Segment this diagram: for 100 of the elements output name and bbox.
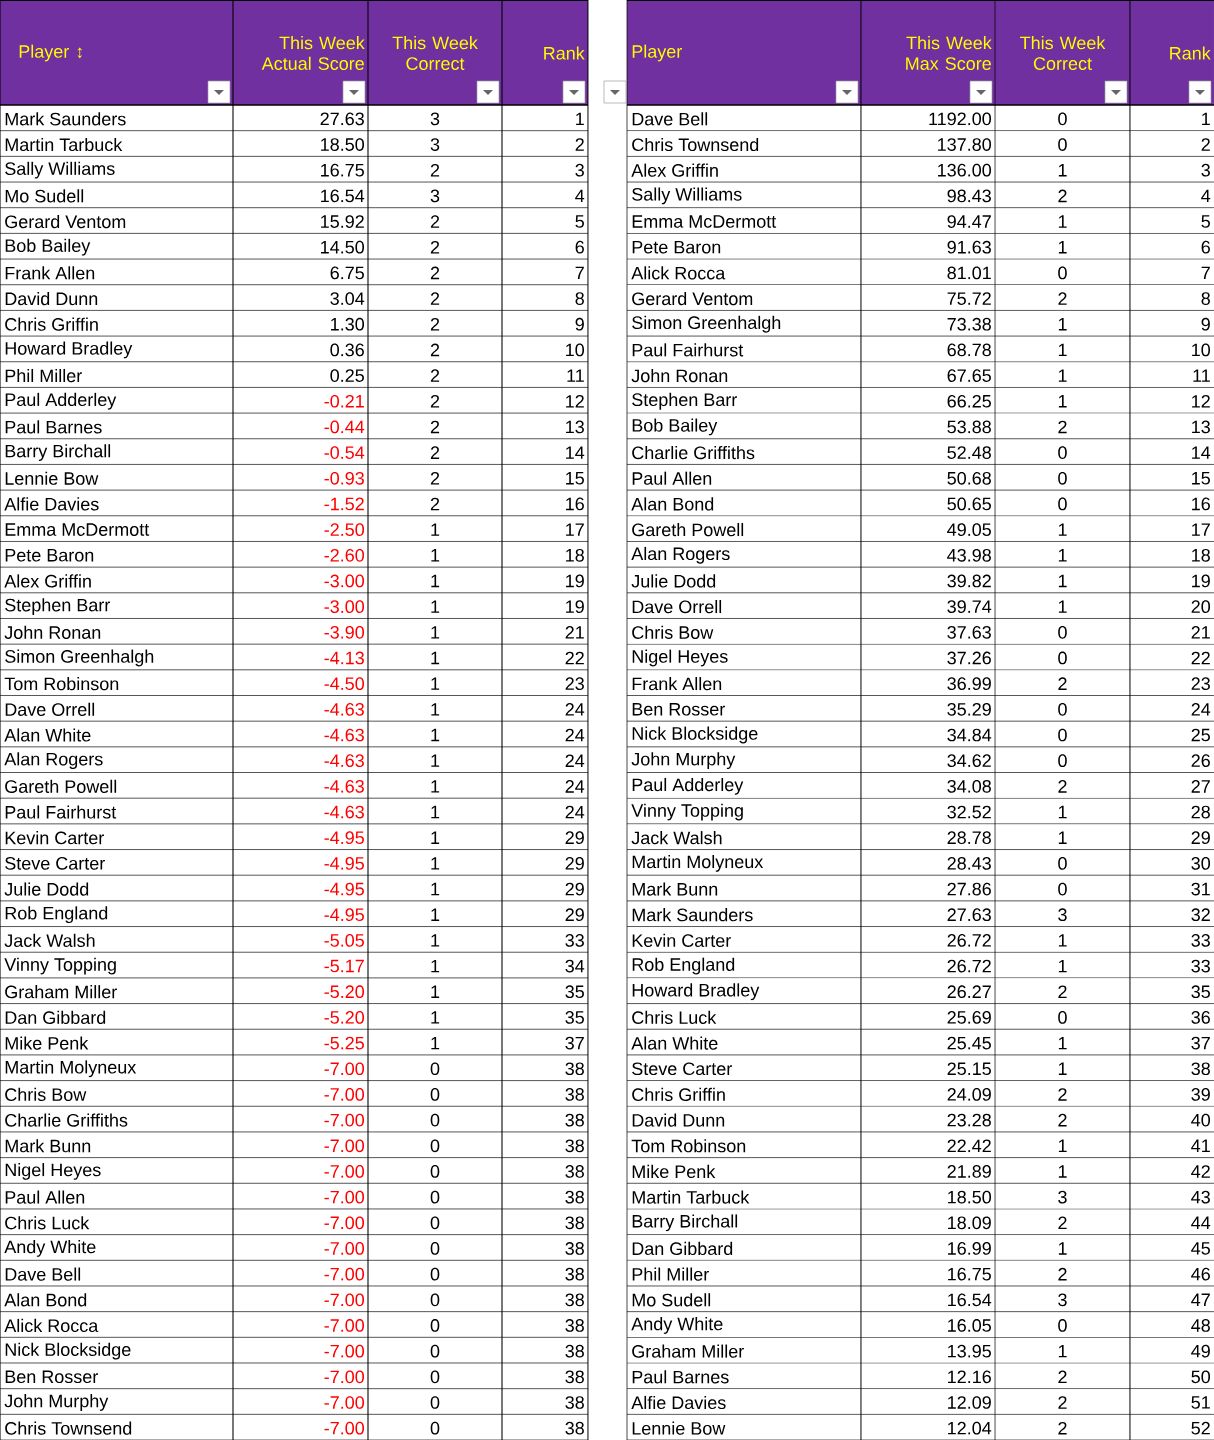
correct-count: 0 [430, 1190, 440, 1204]
correct-count: 1 [1058, 395, 1067, 408]
correct-count: 2 [430, 472, 440, 485]
rank-number: 17 [566, 523, 584, 536]
score-value: 18.50 [948, 1190, 991, 1204]
column-header: This Week Correct [995, 0, 1130, 105]
score-value: -4.50 [324, 677, 365, 690]
correct-count: 0 [1058, 471, 1067, 485]
score-value: 18.09 [948, 1216, 991, 1230]
rank-number: 24 [565, 780, 585, 793]
rank-number: 18 [1192, 548, 1210, 562]
rank-number: 38 [565, 1396, 584, 1409]
score-value: -7.00 [324, 1370, 365, 1384]
score-value: 16.05 [948, 1319, 991, 1332]
player-name: Tom Robinson [631, 1139, 746, 1153]
correct-count: 2 [430, 497, 440, 511]
correct-count: 3 [1058, 1293, 1067, 1307]
player-name: Stephen Barr [5, 598, 110, 616]
player-name: Barry Birchall [632, 1214, 738, 1232]
correct-count: 1 [1058, 549, 1067, 562]
player-name: John Ronan [631, 368, 728, 383]
correct-count: 2 [1058, 292, 1067, 305]
rank-number: 28 [1191, 805, 1210, 819]
player-name: Chris Bow [632, 625, 714, 639]
correct-count: 1 [1058, 831, 1067, 844]
rank-number: 49 [1191, 1344, 1210, 1358]
score-value: -3.00 [324, 574, 365, 588]
score-value: -7.00 [324, 1396, 365, 1409]
rank-number: 46 [1191, 1267, 1210, 1281]
column-header: This Week Correct [368, 0, 502, 105]
player-name: Mark Saunders [632, 908, 753, 922]
rank-number: 3 [1201, 163, 1210, 177]
rank-number: 38 [565, 1421, 584, 1435]
score-value: -4.63 [324, 805, 364, 819]
player-name: Alan White [631, 1036, 718, 1050]
player-name: Paul Fairhurst [5, 805, 117, 819]
player-name: Sally Williams [5, 161, 115, 179]
player-name: Chris Luck [5, 1216, 90, 1230]
score-value: -0.21 [324, 394, 364, 408]
score-value: 36.99 [947, 677, 991, 690]
player-name: David Dunn [5, 291, 98, 306]
correct-count: 1 [1058, 959, 1067, 973]
score-value: -7.00 [324, 1319, 365, 1332]
column-header: Player [627, 0, 861, 105]
correct-count: 1 [1058, 805, 1067, 819]
correct-count: 1 [1058, 318, 1067, 331]
player-name: Jack Walsh [4, 933, 95, 947]
rank-number: 2 [1201, 138, 1210, 151]
player-name: Emma McDermott [632, 215, 777, 228]
rank-number: 38 [565, 1216, 584, 1230]
player-name: Chris Townsend [5, 1421, 132, 1435]
rank-number: 29 [565, 908, 584, 922]
score-value: -4.63 [324, 728, 364, 742]
player-name: Alan Bond [631, 497, 714, 511]
player-name: Pete Baron [632, 240, 721, 254]
rank-number: 32 [1191, 908, 1210, 922]
score-value: 98.43 [947, 189, 991, 203]
score-value: 37.26 [947, 651, 991, 665]
rank-number: 24 [565, 754, 585, 767]
rank-number: 4 [1201, 189, 1211, 203]
rank-number: 51 [1191, 1396, 1210, 1409]
correct-count: 1 [431, 1011, 440, 1024]
rank-number: 13 [566, 420, 584, 434]
correct-count: 2 [1058, 1370, 1067, 1384]
score-value: -5.20 [324, 985, 365, 999]
player-name: Alan Bond [4, 1293, 87, 1307]
correct-count: 0 [430, 1370, 440, 1384]
player-name: Vinny Topping [4, 957, 116, 975]
player-name: Alfie Davies [631, 1395, 726, 1410]
correct-count: 2 [430, 240, 440, 254]
player-name: Frank Allen [5, 266, 95, 280]
rank-number: 10 [566, 343, 584, 357]
score-value: -2.50 [324, 523, 365, 536]
player-name: Dave Orrell [5, 702, 95, 716]
player-name: Graham Miller [5, 985, 117, 999]
score-value: 26.72 [947, 934, 991, 947]
player-name: Steve Carter [5, 857, 105, 870]
player-name: Paul Adderley [5, 392, 117, 410]
correct-count: 3 [430, 112, 440, 126]
player-name: Alex Griffin [4, 574, 91, 588]
correct-count: 2 [1058, 1421, 1067, 1435]
player-name: Nigel Heyes [632, 649, 728, 667]
rank-number: 27 [1191, 780, 1210, 793]
rank-number: 8 [575, 292, 584, 305]
correct-count: 1 [1058, 1036, 1067, 1050]
player-name: Simon Greenhalgh [5, 649, 154, 667]
player-name: Alan Rogers [631, 546, 730, 564]
correct-count: 0 [1058, 702, 1067, 716]
score-value: 25.15 [947, 1062, 991, 1076]
rank-number: 45 [1191, 1242, 1210, 1255]
correct-count: 1 [431, 882, 440, 896]
correct-count: 0 [1058, 112, 1067, 126]
rank-number: 20 [1191, 600, 1210, 613]
correct-count: 2 [430, 343, 440, 357]
correct-count: 1 [431, 574, 440, 588]
rank-number: 19 [1192, 574, 1210, 588]
score-value: 37.63 [947, 625, 991, 639]
score-value: 50.68 [947, 471, 991, 485]
player-name: Pete Baron [5, 549, 94, 562]
score-value: 16.99 [948, 1242, 991, 1255]
